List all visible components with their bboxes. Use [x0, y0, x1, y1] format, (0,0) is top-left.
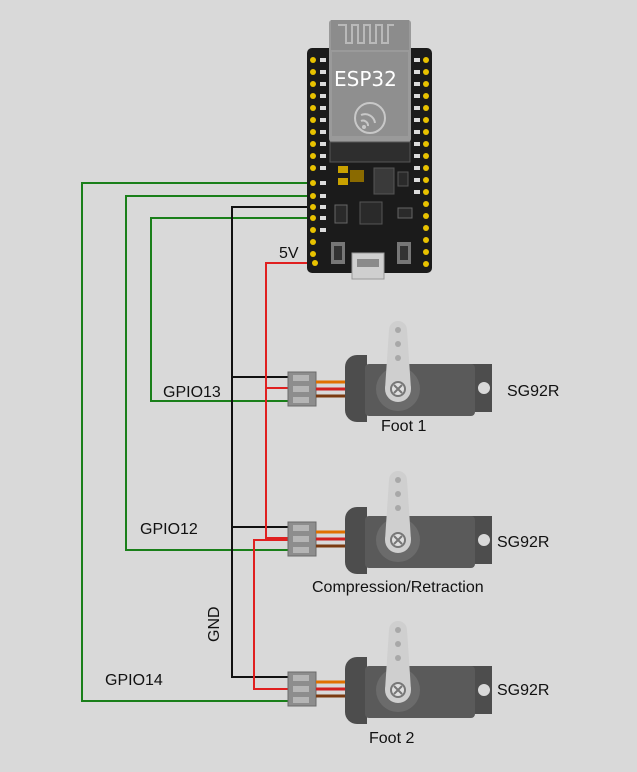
servo-1	[287, 321, 492, 422]
servo-3	[287, 621, 492, 724]
servo-3-model-label: SG92R	[497, 682, 550, 699]
servo-2-name-label: Compression/Retraction	[312, 579, 484, 596]
left-header-pins	[310, 57, 318, 266]
esp32-chip-label: ESP32	[334, 67, 397, 91]
gpio14-label: GPIO14	[105, 672, 163, 689]
boot-button-icon	[397, 242, 411, 264]
gpio14-wire	[81, 182, 313, 702]
servo-1-name-label: Foot 1	[381, 418, 427, 435]
servo-1-model-label: SG92R	[507, 383, 560, 400]
gpio12-wire	[125, 195, 313, 551]
gpio13-label: GPIO13	[163, 384, 221, 401]
power-label: 5V	[279, 245, 299, 262]
power-wire-servo1	[265, 262, 315, 389]
servo-2-model-label: SG92R	[497, 534, 550, 551]
servo-3-name-label: Foot 2	[369, 730, 415, 747]
power-wires	[253, 262, 315, 690]
ground-wires	[231, 206, 313, 678]
gnd-label: GND	[206, 606, 223, 642]
usb-port-icon	[351, 252, 385, 280]
en-button-icon	[331, 242, 345, 264]
gpio12-label: GPIO12	[140, 521, 198, 538]
espressif-logo-icon	[354, 102, 386, 134]
power-wire-servo2	[265, 388, 300, 539]
esp32-board	[307, 20, 432, 280]
power-wire-servo3	[253, 539, 300, 690]
right-header-pins	[423, 57, 429, 267]
gnd-wire-main	[231, 206, 313, 678]
servo-2	[287, 471, 492, 574]
